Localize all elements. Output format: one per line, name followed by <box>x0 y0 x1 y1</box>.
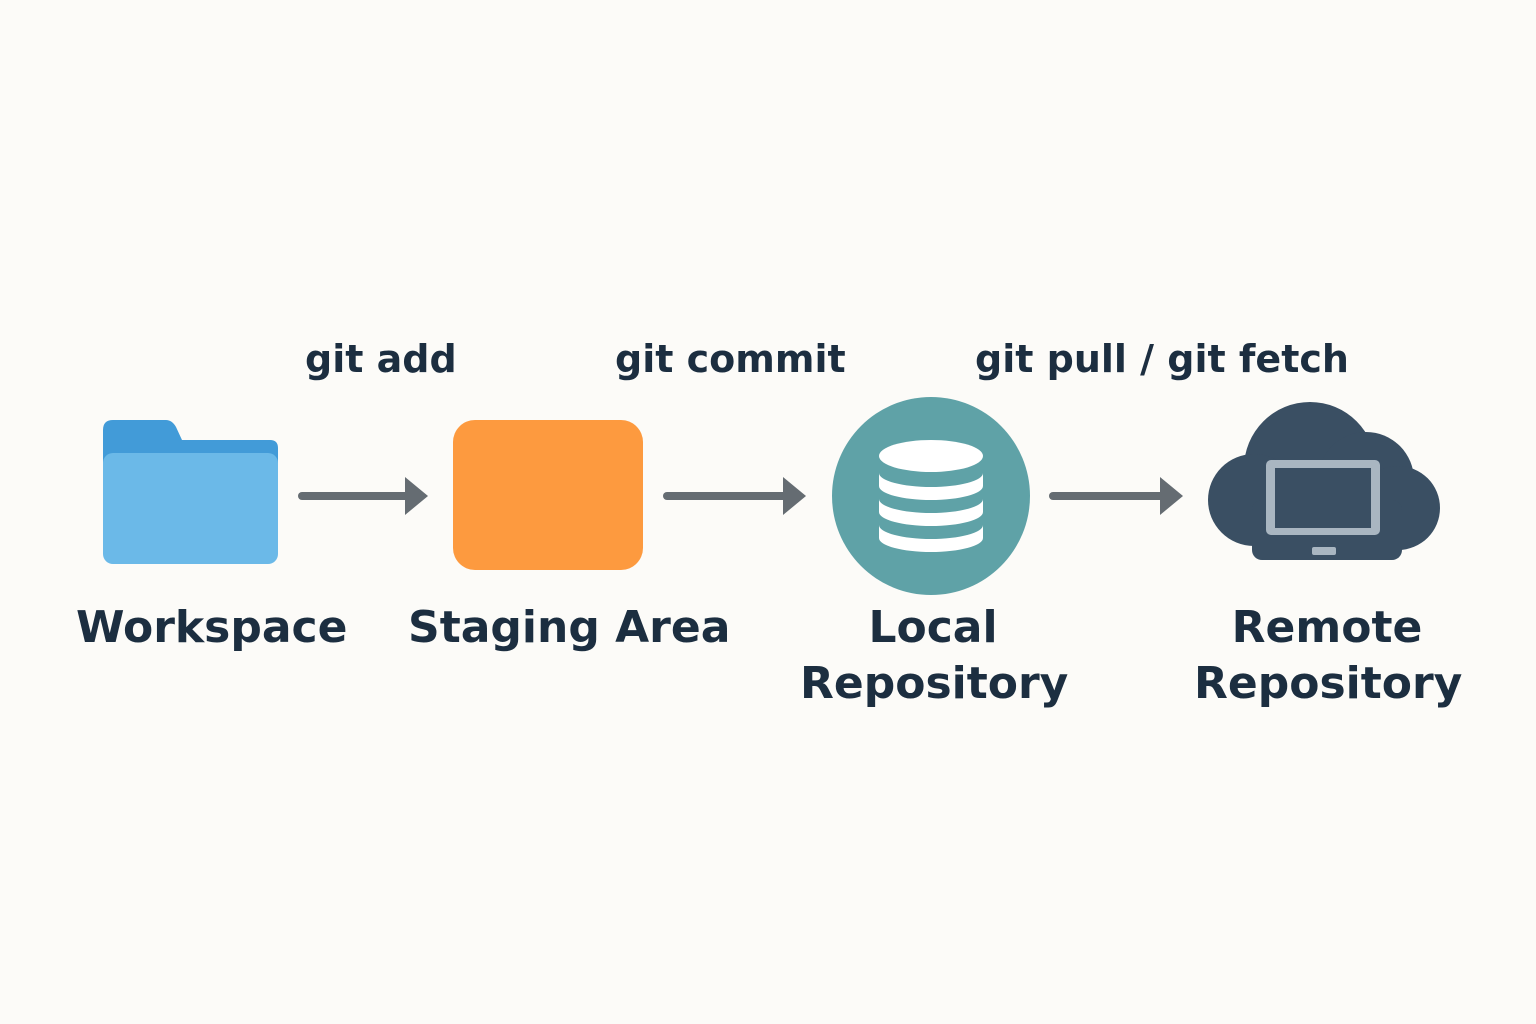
folder-icon <box>103 420 278 564</box>
remote-repository-label: Remote Repository <box>1194 602 1463 709</box>
local-repository-label: Local Repository <box>800 602 1069 709</box>
cloud-laptop-icon <box>1208 402 1440 560</box>
arrow-commit <box>663 477 806 515</box>
git-pull-fetch-label: git pull / git fetch <box>975 337 1349 381</box>
git-add-label: git add <box>305 337 457 381</box>
staging-box-icon <box>453 420 643 570</box>
git-commit-label: git commit <box>615 337 846 381</box>
staging-area-label: Staging Area <box>408 602 731 653</box>
arrow-pull-fetch <box>1049 477 1183 515</box>
arrow-add <box>298 477 428 515</box>
workspace-label: Workspace <box>76 602 348 653</box>
database-icon <box>832 397 1030 595</box>
